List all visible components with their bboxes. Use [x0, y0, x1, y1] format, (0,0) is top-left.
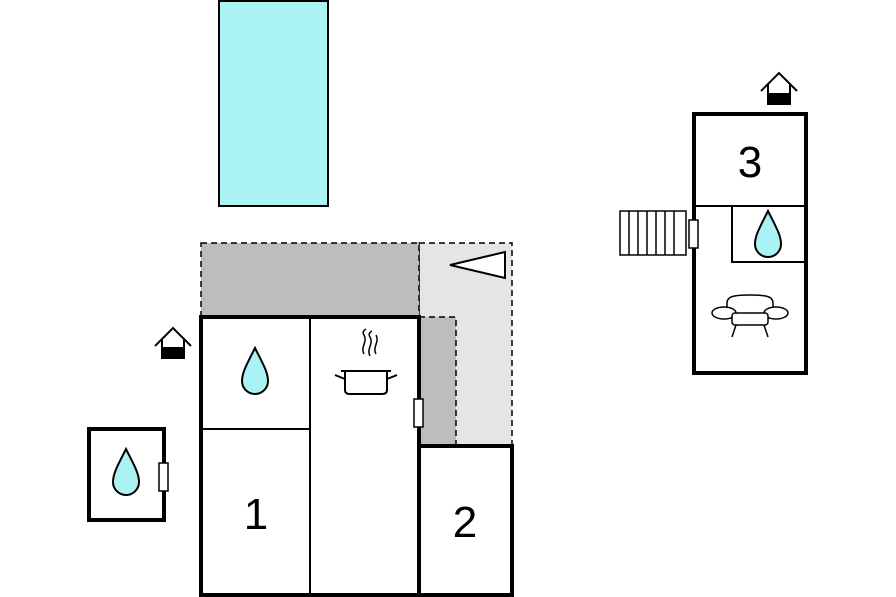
- room-1-label: 1: [244, 490, 268, 539]
- terrace-dark-side: [418, 316, 457, 447]
- house-entrance-icon: [760, 71, 798, 105]
- room-2-label: 2: [453, 498, 477, 547]
- terrace-dark-top: [200, 242, 420, 318]
- outdoor-shower: [87, 427, 169, 522]
- water-drop-icon: [240, 345, 270, 395]
- cooking-pot-icon: [334, 328, 398, 395]
- stairs-icon: [619, 210, 687, 256]
- annex-building: [688, 112, 808, 375]
- water-drop-icon: [753, 208, 783, 258]
- door-icon: [158, 462, 169, 492]
- sofa-icon: [711, 294, 789, 338]
- annex-bathroom: [731, 205, 807, 263]
- pool: [218, 0, 329, 207]
- main-building: [199, 315, 514, 597]
- terrace: [200, 242, 513, 447]
- water-drop-icon: [111, 446, 141, 496]
- door-icon: [413, 398, 424, 428]
- room-3-label: 3: [738, 138, 762, 187]
- door-icon: [688, 219, 699, 249]
- compass-triangle-icon: [449, 250, 506, 280]
- house-entrance-icon: [154, 326, 192, 359]
